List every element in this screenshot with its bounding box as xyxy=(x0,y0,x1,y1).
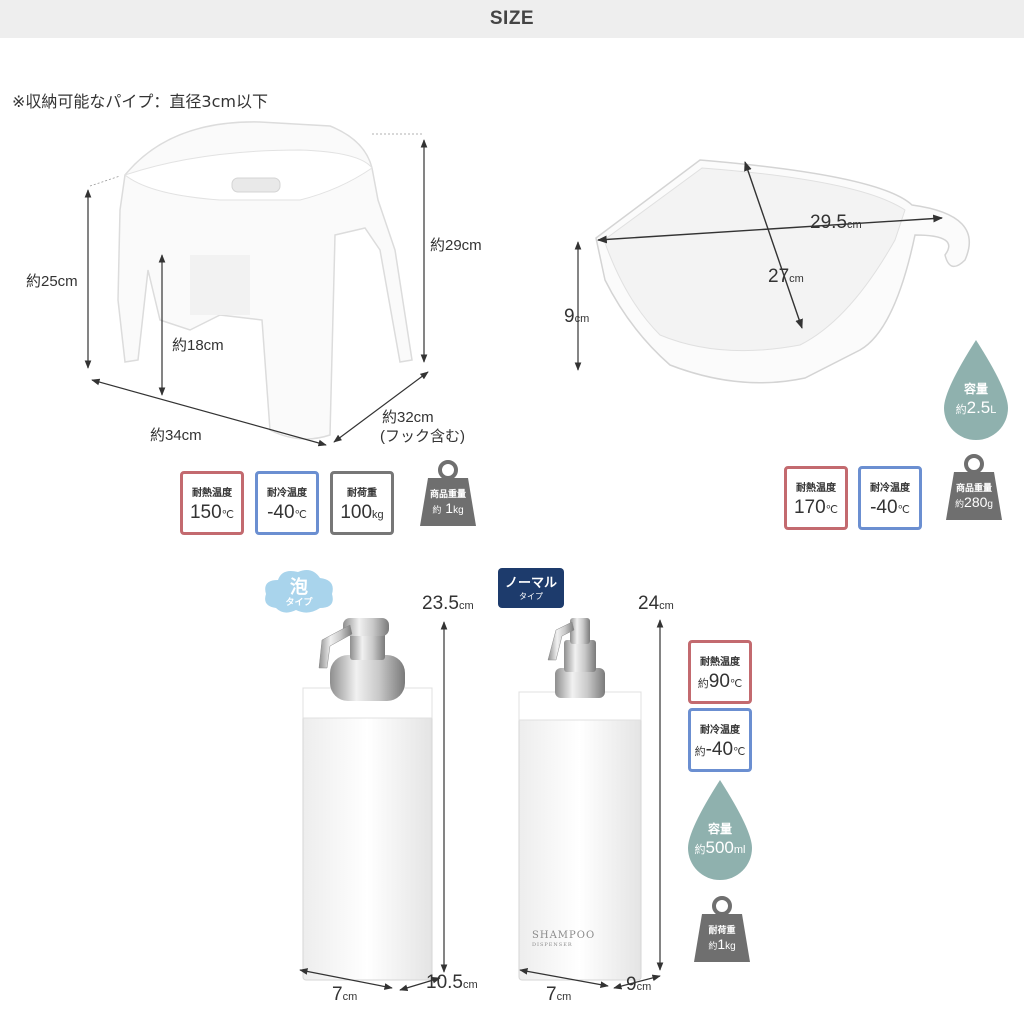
stool-depth-label: 約32cm xyxy=(382,409,434,426)
basin-heat-badge: 耐熱温度 170℃ xyxy=(784,466,848,530)
badge-value: 約-40℃ xyxy=(694,739,746,760)
tag-subtitle: タイプ xyxy=(519,592,543,601)
shampoo-print-sub: DISPENSER xyxy=(532,942,573,948)
stool-load-badge: 耐荷重 100kg xyxy=(330,471,394,535)
basin-weight-icon: 商品重量 約280g xyxy=(944,454,1004,520)
basin-diag-short-label: 27cm xyxy=(768,266,804,287)
badge-label: 耐冷温度 xyxy=(870,483,910,494)
shampoo-print: SHAMPOO DISPENSER xyxy=(532,930,595,948)
weight-label: 耐荷重 xyxy=(708,926,736,936)
badge-value: 150℃ xyxy=(189,502,235,523)
normal-width-label: 7cm xyxy=(546,984,572,1005)
stool-depth-note: (フック含む) xyxy=(380,428,465,445)
normal-type-tag: ノーマル タイプ xyxy=(498,568,564,608)
normal-height-label: 24cm xyxy=(638,593,674,614)
normal-dispenser-image xyxy=(518,618,642,981)
badge-value: -40℃ xyxy=(870,497,910,518)
dispenser-capacity-drop: 容量 約500ml xyxy=(682,780,758,880)
stool-cold-badge: 耐冷温度 -40℃ xyxy=(255,471,319,535)
foam-dispenser-image xyxy=(302,618,433,981)
stool-height-front-label: 約25cm xyxy=(26,273,78,290)
badge-value: -40℃ xyxy=(267,502,307,523)
badge-value: 約90℃ xyxy=(697,671,743,692)
basin-cold-badge: 耐冷温度 -40℃ xyxy=(858,466,922,530)
capacity-label: 容量 xyxy=(963,382,988,396)
badge-label: 耐熱温度 xyxy=(796,483,836,494)
badge-label: 耐冷温度 xyxy=(700,725,740,736)
basin-capacity-drop: 容量 約2.5L xyxy=(938,340,1014,440)
tag-title: 泡 xyxy=(290,577,308,598)
tag-subtitle: タイプ xyxy=(285,598,313,608)
basin-height-label: 9cm xyxy=(564,306,590,327)
badge-label: 耐熱温度 xyxy=(700,657,740,668)
normal-depth-label: 9cm xyxy=(626,974,652,995)
basin-diag-long-label: 29.5cm xyxy=(810,212,862,233)
foam-width-label: 7cm xyxy=(332,984,358,1005)
badge-label: 耐冷温度 xyxy=(267,488,307,499)
badge-value: 170℃ xyxy=(793,497,839,518)
tag-title: ノーマル xyxy=(504,576,557,591)
weight-label: 商品重量 xyxy=(429,490,466,500)
weight-value: 約 1kg xyxy=(432,500,464,516)
badge-label: 耐荷重 xyxy=(347,488,377,499)
dispenser-heat-badge: 耐熱温度 約90℃ xyxy=(688,640,752,704)
capacity-value: 約500ml xyxy=(694,838,746,857)
shampoo-print-main: SHAMPOO xyxy=(532,930,596,941)
capacity-label: 容量 xyxy=(707,822,732,836)
stool-weight-icon: 商品重量 約 1kg xyxy=(418,460,478,526)
stool-width-label: 約34cm xyxy=(150,427,202,444)
foam-height-label: 23.5cm xyxy=(422,593,474,614)
dispenser-load-icon: 耐荷重 約1kg xyxy=(692,896,752,962)
capacity-value: 約2.5L xyxy=(955,398,997,417)
stool-heat-badge: 耐熱温度 150℃ xyxy=(180,471,244,535)
dispenser-cold-badge: 耐冷温度 約-40℃ xyxy=(688,708,752,772)
badge-label: 耐熱温度 xyxy=(192,488,232,499)
stool-height-back-label: 約29cm xyxy=(430,237,482,254)
weight-label: 商品重量 xyxy=(955,484,992,494)
header-bar: SIZE xyxy=(0,0,1024,38)
foam-type-tag: 泡 タイプ xyxy=(262,568,336,614)
page-title: SIZE xyxy=(489,8,535,29)
weight-value: 約1kg xyxy=(708,936,736,952)
stool-leg-height-label: 約18cm xyxy=(172,337,224,354)
badge-value: 100kg xyxy=(340,502,384,523)
weight-value: 約280g xyxy=(955,494,993,510)
stool-image xyxy=(117,121,413,440)
foam-depth-label: 10.5cm xyxy=(426,972,478,993)
pipe-note: ※収納可能なパイプ：直径3cm以下 xyxy=(12,92,268,111)
